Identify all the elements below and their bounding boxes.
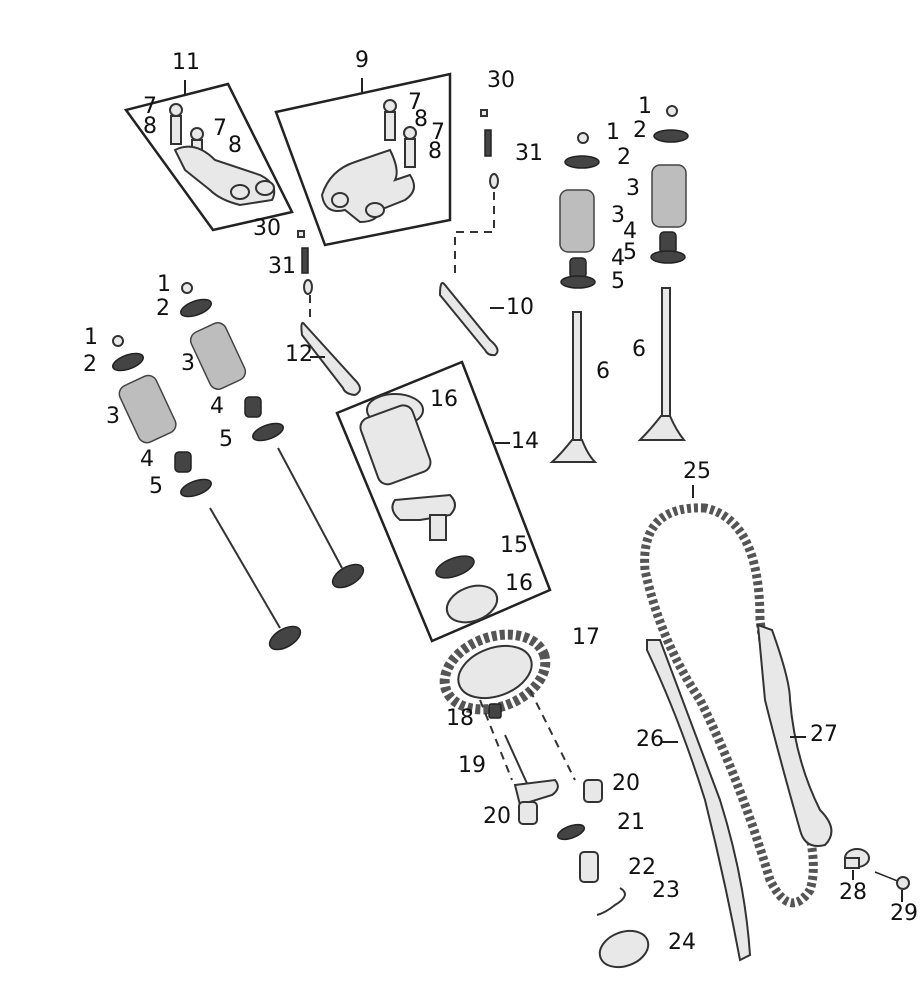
- callout-8: 8: [228, 133, 242, 158]
- callout-3: 3: [181, 351, 195, 376]
- rocker-shaft-12-with-pin: [297, 230, 361, 397]
- callout-20: 20: [612, 771, 640, 796]
- callout-5: 5: [611, 269, 625, 294]
- callout-20: 20: [483, 804, 511, 829]
- callout-5: 5: [623, 240, 637, 265]
- callout-24: 24: [668, 930, 696, 955]
- valve-assembly-left-c: [180, 282, 365, 589]
- callout-29: 29: [890, 901, 918, 926]
- callout-30: 30: [487, 68, 515, 93]
- callout-10: 10: [506, 295, 534, 320]
- callout-15: 15: [500, 533, 528, 558]
- callout-19: 19: [458, 753, 486, 778]
- callout-4: 4: [140, 447, 154, 472]
- callout-8: 8: [143, 114, 157, 139]
- callout-27: 27: [810, 722, 838, 747]
- callout-25: 25: [683, 459, 711, 484]
- callout-8: 8: [414, 107, 428, 132]
- callout-12: 12: [285, 342, 313, 367]
- rocker-shaft-10-with-pin: [438, 109, 504, 357]
- callout-26: 26: [636, 727, 664, 752]
- callout-18: 18: [446, 706, 474, 731]
- callout-16: 16: [430, 387, 458, 412]
- callout-16: 16: [505, 571, 533, 596]
- rocker-arm-assembly-11: [123, 80, 294, 232]
- pivot-bolt-28-and-bolt-29: [844, 848, 910, 902]
- callout-1: 1: [638, 94, 652, 119]
- callout-1: 1: [606, 120, 620, 145]
- callout-31: 31: [268, 254, 296, 279]
- callout-2: 2: [617, 145, 631, 170]
- callout-7: 7: [143, 94, 157, 119]
- cam-sprocket-and-drive-parts: [439, 629, 650, 969]
- camshaft-assembly-14: [335, 360, 552, 643]
- timing-chain-and-guides: [640, 485, 833, 962]
- callout-7: 7: [213, 116, 227, 141]
- callout-22: 22: [628, 855, 656, 880]
- callout-21: 21: [617, 810, 645, 835]
- callout-9: 9: [355, 48, 369, 73]
- valve-assembly-right-a: [549, 132, 600, 463]
- callout-3: 3: [611, 203, 625, 228]
- callout-4: 4: [623, 219, 637, 244]
- callout-3: 3: [626, 176, 640, 201]
- callout-11: 11: [172, 50, 200, 75]
- callout-4: 4: [210, 394, 224, 419]
- callout-2: 2: [633, 118, 647, 143]
- callout-5: 5: [219, 427, 233, 452]
- callout-3: 3: [106, 404, 120, 429]
- callout-1: 1: [84, 325, 98, 350]
- callout-7: 7: [408, 90, 422, 115]
- callout-31: 31: [515, 141, 543, 166]
- callout-5: 5: [149, 474, 163, 499]
- callout-17: 17: [572, 625, 600, 650]
- callout-4: 4: [611, 246, 625, 271]
- callout-6: 6: [632, 337, 646, 362]
- callout-2: 2: [83, 352, 97, 377]
- callout-30: 30: [253, 216, 281, 241]
- callout-7: 7: [431, 120, 445, 145]
- valve-assembly-right-b: [637, 105, 689, 441]
- callout-2: 2: [156, 296, 170, 321]
- rocker-arm-assembly-9: [274, 72, 452, 247]
- valve-assembly-left-d: [112, 335, 302, 651]
- callout-6: 6: [596, 359, 610, 384]
- callout-14: 14: [511, 429, 539, 454]
- callout-28: 28: [839, 880, 867, 905]
- callout-1: 1: [157, 272, 171, 297]
- callout-8: 8: [428, 139, 442, 164]
- callout-23: 23: [652, 878, 680, 903]
